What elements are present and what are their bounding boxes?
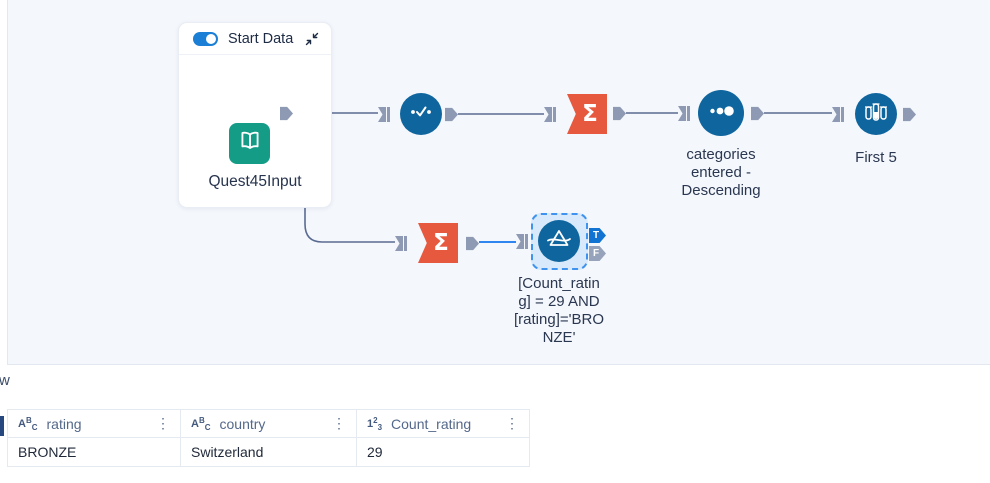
growing-dots-icon xyxy=(706,96,736,131)
workflow-canvas[interactable] xyxy=(7,0,990,365)
table-cell[interactable]: BRONZE xyxy=(7,438,180,467)
output-anchor[interactable] xyxy=(751,106,764,121)
filter-node-label: [Count_rating] = 29 AND [rating]='BRONZE… xyxy=(514,275,604,346)
results-table: ABC rating ⋮ ABC country ⋮ 123 Count_rat… xyxy=(7,409,530,467)
column-menu-icon[interactable]: ⋮ xyxy=(332,415,346,431)
clipped-panel-label: w xyxy=(0,372,10,389)
input-tool-label: Quest45Input xyxy=(208,173,302,190)
column-label: country xyxy=(219,415,266,432)
table-header-row: ABC rating ⋮ ABC country ⋮ 123 Count_rat… xyxy=(7,409,530,438)
column-menu-icon[interactable]: ⋮ xyxy=(156,415,170,431)
output-anchor[interactable] xyxy=(613,106,626,121)
collapse-icon[interactable] xyxy=(303,30,321,48)
sigma-icon: Σ xyxy=(433,230,449,256)
output-anchor[interactable] xyxy=(445,107,458,122)
input-anchor[interactable] xyxy=(678,106,690,121)
group-enable-toggle[interactable] xyxy=(193,31,218,46)
column-header-country[interactable]: ABC country ⋮ xyxy=(180,409,356,438)
table-row: BRONZE Switzerland 29 xyxy=(7,438,530,467)
text-type-icon: ABC xyxy=(18,415,38,432)
sort-tool-node[interactable] xyxy=(698,90,744,136)
true-output-port[interactable]: T xyxy=(589,228,606,243)
input-tool-node[interactable] xyxy=(229,123,270,164)
group-header: Start Data xyxy=(179,23,331,55)
sigma-icon: Σ xyxy=(582,101,598,127)
sample-node-label: First 5 xyxy=(855,149,897,166)
input-anchor[interactable] xyxy=(395,236,407,251)
table-cell[interactable]: 29 xyxy=(356,438,530,467)
checkmark-dots-icon xyxy=(408,99,434,130)
sort-node-label: categories entered - Descending xyxy=(681,146,761,199)
sample-tool-node[interactable] xyxy=(855,93,897,135)
group-title: Start Data xyxy=(228,30,294,47)
number-type-icon: 123 xyxy=(367,415,383,432)
output-anchor[interactable] xyxy=(280,106,293,121)
start-data-group[interactable]: Start Data Quest45Input xyxy=(178,22,332,208)
column-label: rating xyxy=(46,415,82,432)
input-anchor[interactable] xyxy=(516,234,528,249)
output-anchor[interactable] xyxy=(903,107,916,122)
filter-tool-node[interactable] xyxy=(538,220,580,262)
column-menu-icon[interactable]: ⋮ xyxy=(505,415,519,431)
column-header-count-rating[interactable]: 123 Count_rating ⋮ xyxy=(356,409,530,438)
filter-prism-icon xyxy=(545,225,573,258)
false-output-port[interactable]: F xyxy=(589,246,606,261)
row-selection-notch xyxy=(0,416,4,436)
text-type-icon: ABC xyxy=(191,415,211,432)
input-anchor[interactable] xyxy=(544,107,556,122)
column-header-rating[interactable]: ABC rating ⋮ xyxy=(7,409,180,438)
test-tubes-icon xyxy=(863,99,889,130)
group-body: Quest45Input xyxy=(179,55,331,208)
input-anchor[interactable] xyxy=(378,107,390,122)
open-book-icon xyxy=(237,128,263,159)
output-anchor[interactable] xyxy=(466,236,479,251)
check-tool-node[interactable] xyxy=(400,93,442,135)
column-label: Count_rating xyxy=(391,415,472,432)
table-cell[interactable]: Switzerland xyxy=(180,438,356,467)
input-anchor[interactable] xyxy=(832,107,844,122)
